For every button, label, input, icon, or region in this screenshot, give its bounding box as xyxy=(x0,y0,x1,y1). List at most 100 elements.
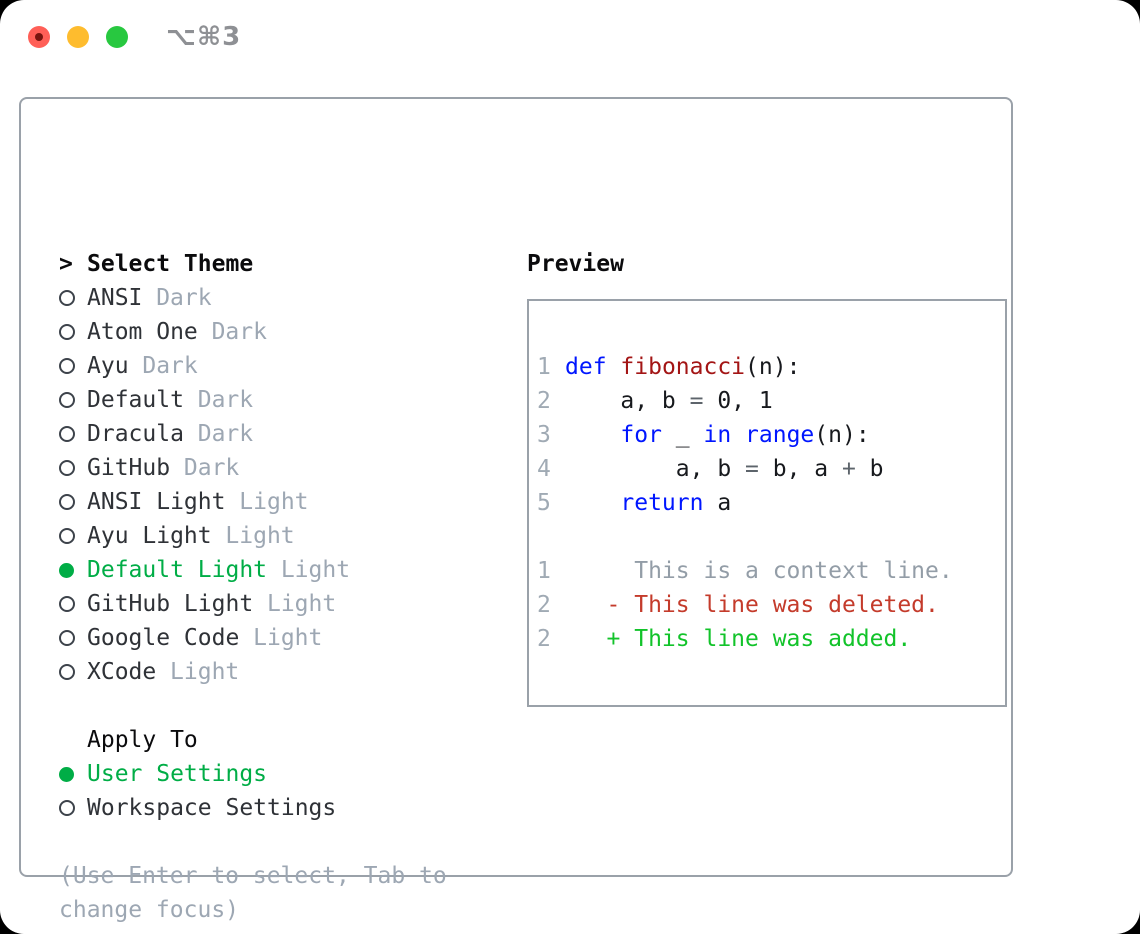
apply-option-workspace-settings[interactable]: Workspace Settings xyxy=(59,791,447,825)
theme-variant-label: Dark xyxy=(142,353,198,379)
diff-line-del: 2 - This line was deleted. xyxy=(537,588,1005,622)
theme-option-label: ANSI xyxy=(87,285,143,311)
radio-icon xyxy=(59,460,87,476)
radio-selected-icon xyxy=(59,766,87,782)
radio-icon xyxy=(59,392,87,408)
theme-option-github[interactable]: GitHub Dark xyxy=(59,451,447,485)
radio-icon xyxy=(59,664,87,680)
theme-variant-label: Light xyxy=(170,659,240,685)
code-line: 4 a, b = b, a + b xyxy=(537,452,1005,486)
radio-icon xyxy=(59,324,87,340)
line-number: 4 xyxy=(537,456,551,482)
theme-option-label: Atom One xyxy=(87,319,198,345)
radio-icon xyxy=(59,800,87,816)
radio-icon xyxy=(59,290,87,306)
traffic-lights xyxy=(28,26,128,48)
theme-variant-label: Dark xyxy=(211,319,267,345)
theme-option-default-light[interactable]: Default Light Light xyxy=(59,553,447,587)
theme-option-google-code[interactable]: Google Code Light xyxy=(59,621,447,655)
code-line: 3 for _ in range(n): xyxy=(537,418,1005,452)
keyboard-shortcut-label: ⌥⌘3 xyxy=(166,22,242,52)
hint-text: (Use Enter to select, Tab to change focu… xyxy=(59,859,447,927)
line-number: 1 xyxy=(537,354,551,380)
theme-option-label: Ayu Light xyxy=(87,523,212,549)
theme-option-ayu[interactable]: Ayu Dark xyxy=(59,349,447,383)
preview-title: Preview xyxy=(527,251,624,277)
apply-option-label: User Settings xyxy=(87,761,268,787)
theme-variant-label: Dark xyxy=(197,387,254,413)
apply-to-title-label: Apply To xyxy=(87,727,198,753)
line-number: 2 xyxy=(537,388,551,414)
close-button[interactable] xyxy=(28,26,50,48)
line-number: 1 xyxy=(537,558,551,584)
code-text: a, b = b, a + b xyxy=(565,456,884,482)
select-theme-title: > Select Theme xyxy=(59,247,447,281)
apply-to-title: Apply To xyxy=(59,723,447,757)
theme-option-ansi[interactable]: ANSI Dark xyxy=(59,281,447,315)
minimize-button[interactable] xyxy=(67,26,89,48)
theme-option-label: GitHub xyxy=(87,455,171,481)
diff-text: - This line was deleted. xyxy=(565,592,939,618)
radio-icon xyxy=(59,630,87,646)
diff-line-add: 2 + This line was added. xyxy=(537,622,1005,656)
diff-sample: 1 This is a context line.2 - This line w… xyxy=(537,554,1005,656)
theme-option-default[interactable]: Default Dark xyxy=(59,383,447,417)
theme-option-label: Google Code xyxy=(87,625,240,651)
diff-text: This is a context line. xyxy=(565,558,953,584)
hint-line-1: (Use Enter to select, Tab to xyxy=(59,863,447,889)
apply-option-label: Workspace Settings xyxy=(87,795,337,821)
line-number: 2 xyxy=(537,626,551,652)
radio-icon xyxy=(59,358,87,374)
zoom-button[interactable] xyxy=(106,26,128,48)
radio-icon xyxy=(59,426,87,442)
theme-option-label: XCode xyxy=(87,659,157,685)
theme-option-atom-one[interactable]: Atom One Dark xyxy=(59,315,447,349)
radio-selected-icon xyxy=(59,562,87,578)
hint-line-2: change focus) xyxy=(59,897,240,923)
theme-variant-label: Light xyxy=(266,591,337,617)
cursor-arrow-icon: > xyxy=(59,251,73,277)
theme-variant-label: Dark xyxy=(183,455,240,481)
code-line: 1 def fibonacci(n): xyxy=(537,350,1005,384)
theme-option-label: Default xyxy=(87,387,184,413)
theme-option-ayu-light[interactable]: Ayu Light Light xyxy=(59,519,447,553)
code-line: 2 a, b = 0, 1 xyxy=(537,384,1005,418)
spacer xyxy=(59,825,447,859)
line-number: 2 xyxy=(537,592,551,618)
code-text: a, b = 0, 1 xyxy=(565,388,773,414)
line-number: 3 xyxy=(537,422,551,448)
select-theme-title-label: Select Theme xyxy=(87,251,254,277)
theme-option-label: Default Light xyxy=(87,557,268,583)
apply-option-user-settings[interactable]: User Settings xyxy=(59,757,447,791)
diff-line-ctx: 1 This is a context line. xyxy=(537,554,1005,588)
spacer xyxy=(59,689,447,723)
code-line: 5 return a xyxy=(537,486,1005,520)
theme-variant-label: Light xyxy=(280,557,351,583)
radio-icon xyxy=(59,494,87,510)
theme-option-xcode[interactable]: XCode Light xyxy=(59,655,447,689)
theme-variant-label: Light xyxy=(253,625,323,651)
theme-option-label: Ayu xyxy=(87,353,129,379)
line-number: 5 xyxy=(537,490,551,516)
theme-variant-label: Dark xyxy=(156,285,212,311)
code-text: for _ in range(n): xyxy=(620,422,870,448)
code-text: def fibonacci(n): xyxy=(565,354,801,380)
diff-text: + This line was added. xyxy=(565,626,912,652)
theme-variant-label: Light xyxy=(225,523,295,549)
radio-icon xyxy=(59,596,87,612)
code-text: return a xyxy=(620,490,732,516)
theme-option-label: ANSI Light xyxy=(87,489,226,515)
theme-option-github-light[interactable]: GitHub Light Light xyxy=(59,587,447,621)
theme-variant-label: Light xyxy=(239,489,309,515)
theme-option-label: GitHub Light xyxy=(87,591,254,617)
theme-option-ansi-light[interactable]: ANSI Light Light xyxy=(59,485,447,519)
radio-icon xyxy=(59,528,87,544)
